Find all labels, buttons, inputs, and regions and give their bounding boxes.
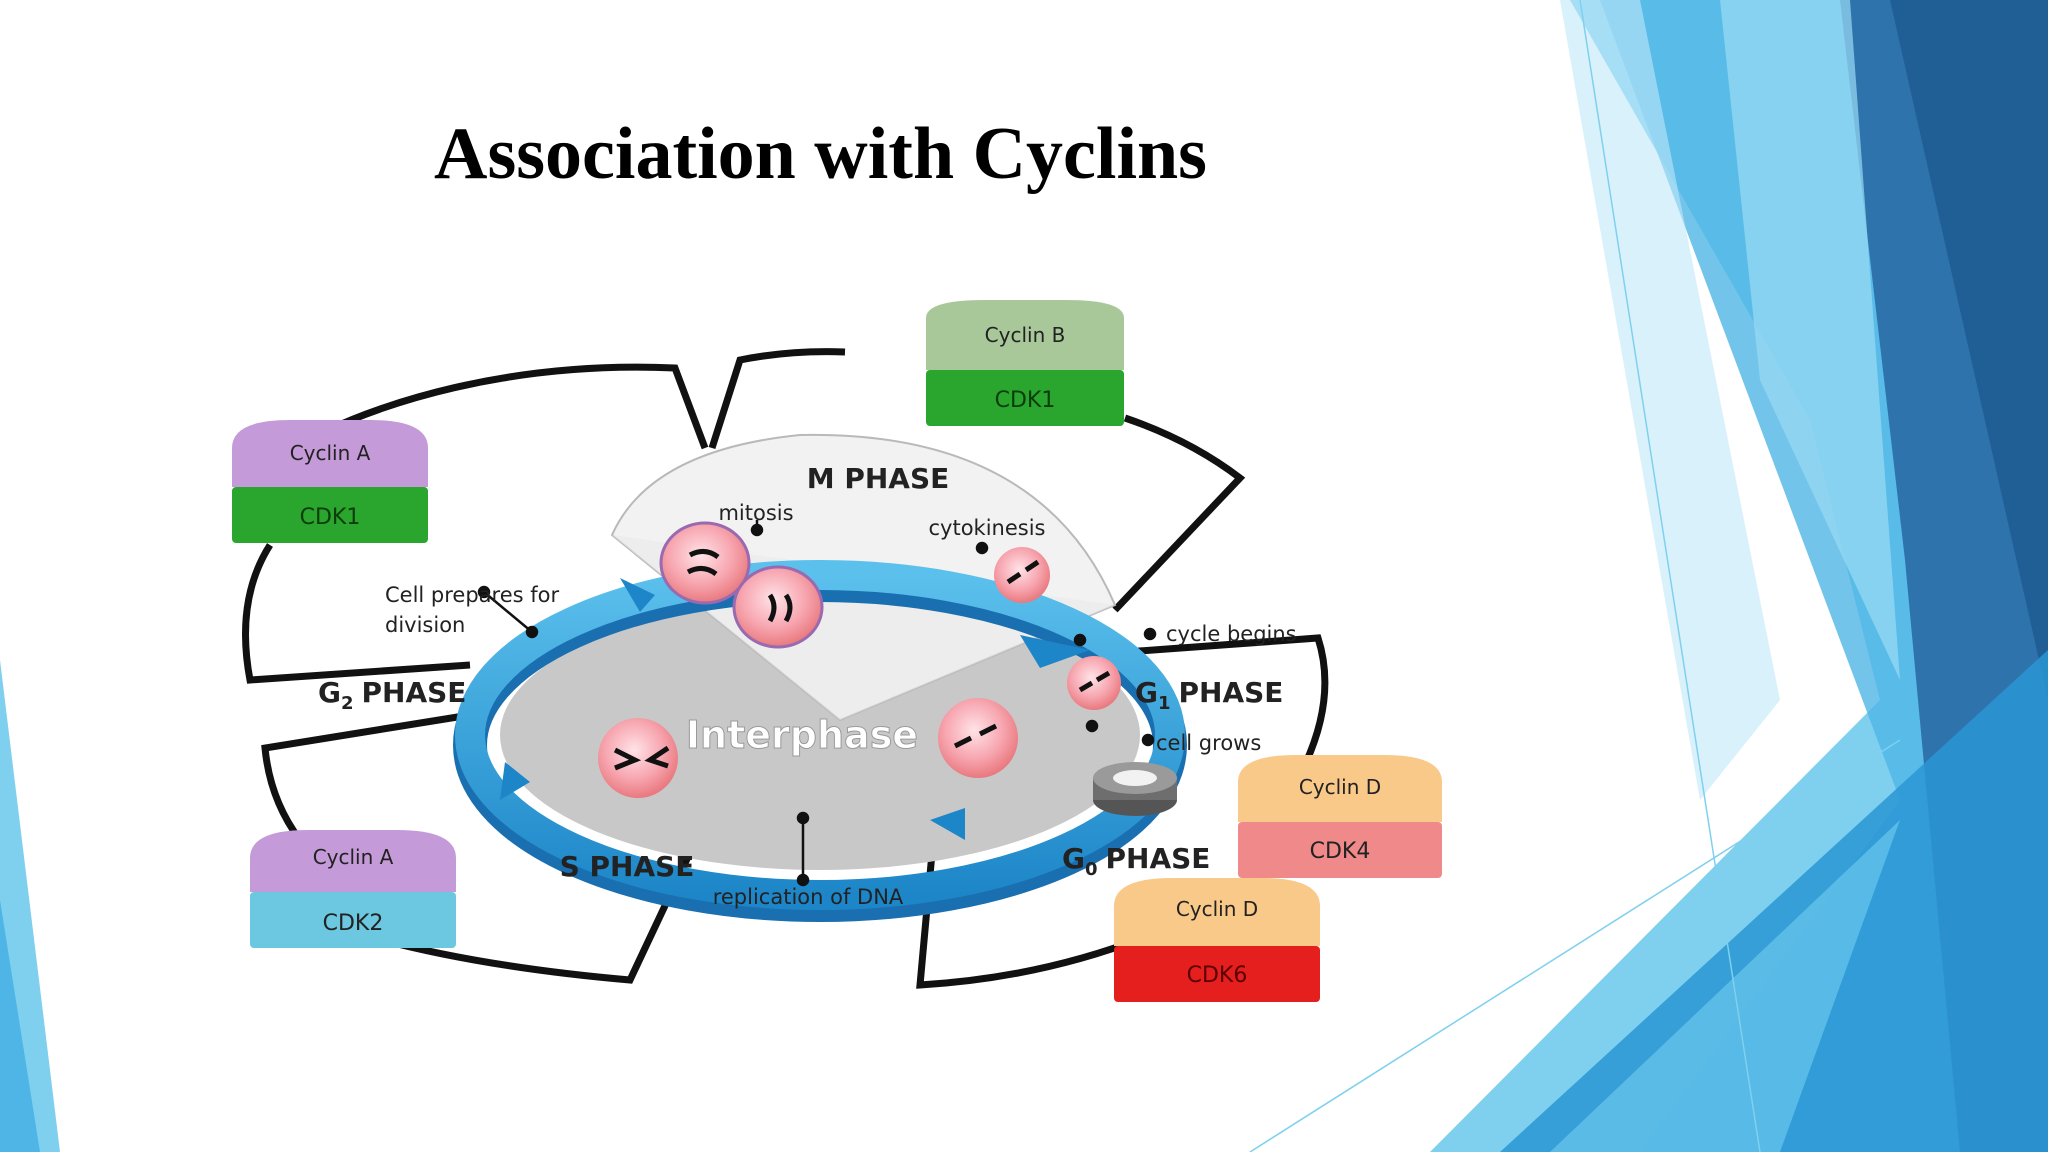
g1-cell (1067, 656, 1121, 710)
cyclin-label: Cyclin A (290, 441, 371, 465)
complex-cyclin-b-cdk1: Cyclin B CDK1 (926, 300, 1124, 426)
complex-cyclin-a-cdk2: Cyclin A CDK2 (250, 830, 456, 948)
cell-grows-annotation: cell grows (1156, 731, 1261, 755)
complex-cyclin-d-cdk4: Cyclin D CDK4 (1238, 755, 1442, 878)
replication-annotation: replication of DNA (713, 885, 904, 909)
cdk-label: CDK6 (1187, 963, 1248, 988)
cyclin-label: Cyclin D (1176, 897, 1258, 921)
s-phase-cell (598, 718, 678, 798)
cyclin-label: Cyclin D (1299, 775, 1381, 799)
cytokinesis-annotation: cytokinesis (929, 516, 1046, 540)
mitosis-annotation: mitosis (718, 501, 793, 525)
prepares-annotation-line1: Cell prepares for (385, 583, 559, 607)
complex-cyclin-a-cdk1: Cyclin A CDK1 (232, 420, 428, 543)
ring-arrow (500, 762, 530, 800)
mitosis-cell (659, 521, 824, 649)
ring-arrow (620, 578, 655, 612)
interphase-disc (500, 600, 1140, 870)
cycle-ring (455, 560, 1185, 910)
g0-ring-icon (1093, 762, 1177, 816)
cytokinesis-cell (994, 547, 1050, 603)
slide-title: Association with Cyclins (434, 113, 1207, 195)
ring-arrow (930, 808, 965, 840)
annotation-markers (477, 520, 1157, 887)
prepares-annotation-line2: division (385, 613, 465, 637)
s-phase-label: S PHASE (560, 850, 695, 883)
growing-cell (938, 698, 1018, 778)
cyclin-label: Cyclin B (985, 323, 1066, 347)
ring-arrow (1020, 635, 1090, 668)
cdk-label: CDK1 (995, 388, 1056, 413)
cdk-label: CDK1 (300, 505, 361, 530)
cdk-label: CDK2 (323, 911, 384, 936)
cyclin-label: Cyclin A (313, 845, 394, 869)
complex-cyclin-d-cdk6: Cyclin D CDK6 (1114, 878, 1320, 1002)
m-phase-label: M PHASE (807, 462, 950, 495)
cycle-begins-annotation: cycle begins (1166, 622, 1297, 646)
cdk-label: CDK4 (1310, 839, 1371, 864)
interphase-label: Interphase (686, 713, 918, 757)
